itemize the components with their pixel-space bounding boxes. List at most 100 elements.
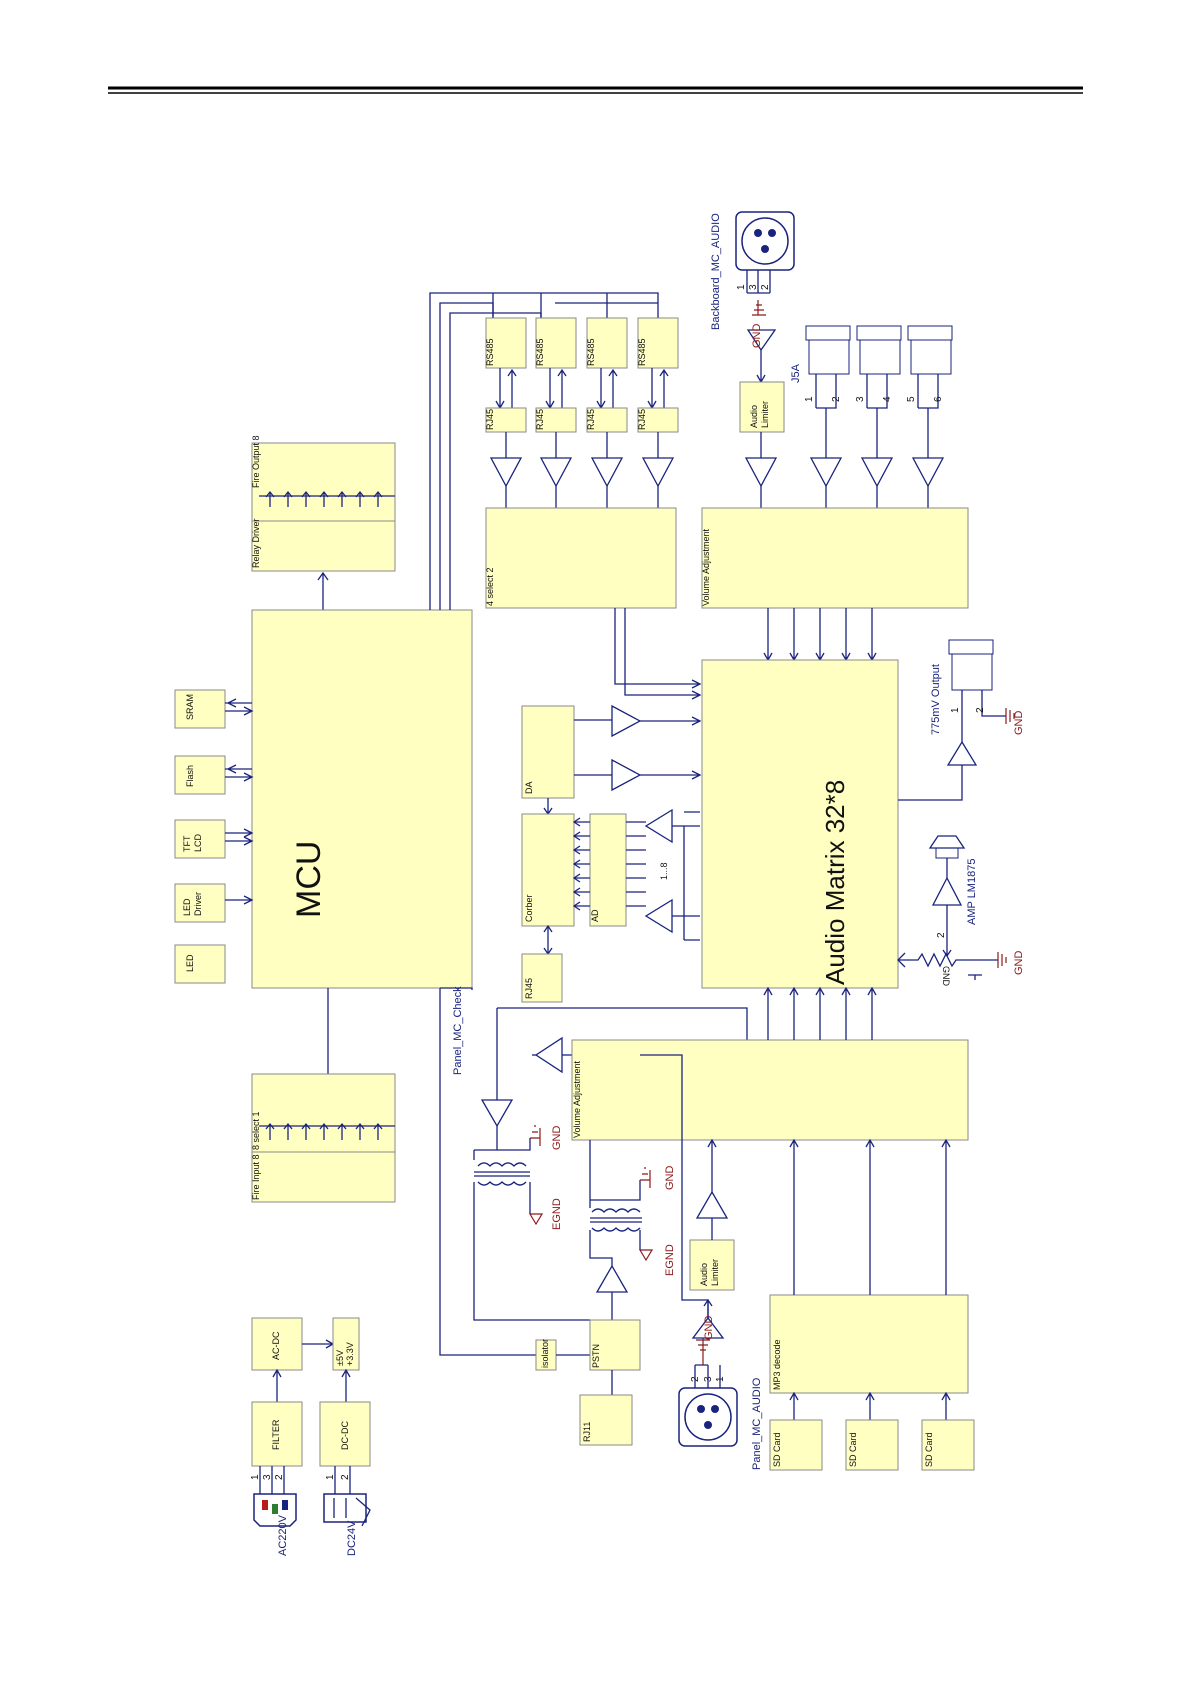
- audio-limiter-bottom-label-1: Audio: [699, 1263, 709, 1286]
- output-pin-2: 2: [975, 707, 986, 713]
- rj45-label-4: RJ45: [637, 409, 647, 430]
- egnd-label-2: EGND: [664, 1244, 676, 1276]
- ac-dc-label: AC-DC: [271, 1331, 281, 1360]
- ad-to-corber-bus: [572, 817, 646, 911]
- panel-mic-preamp: [691, 1316, 725, 1339]
- rs485-rj45-links: [495, 368, 669, 410]
- gnd-label-2: GND: [664, 1166, 676, 1191]
- audio-matrix-label: Audio Matrix 32*8: [820, 780, 850, 985]
- dc24-label: DC24V: [346, 1520, 358, 1556]
- audio-limiter-top-label-2: Limiter: [760, 401, 770, 428]
- pot-ground-stub: [968, 974, 982, 980]
- output-gnd-symbol: [1005, 708, 1015, 724]
- backboard-gnd-symbol: [752, 300, 766, 316]
- j5a-pin-3: 3: [855, 396, 866, 402]
- fire-input-arrows: [259, 1122, 395, 1140]
- filter-block: [251, 1401, 303, 1467]
- relay-output-arrows: [259, 490, 395, 507]
- tft-label: TFT: [182, 835, 192, 852]
- volume-adjust-bottom-label: Volume Adjustment: [572, 1060, 582, 1138]
- backboard-pin-1: 1: [736, 284, 747, 290]
- sd-to-mp3-arrows: [789, 1391, 951, 1420]
- volume-to-matrix-arrows: [763, 608, 877, 662]
- gnd-label-1: GND: [551, 1126, 563, 1151]
- pot-input-arrow: [897, 952, 906, 968]
- backboard-mic-label: Backboard_MC_AUDIO: [710, 213, 722, 330]
- sd-card-label-1: SD Card: [772, 1432, 782, 1467]
- supply-label-1: ±5V: [335, 1350, 345, 1366]
- output-775-label: 775mV Output: [930, 664, 942, 735]
- led-block: [174, 944, 226, 984]
- panel-mic-label: Panel_MC_AUDIO: [751, 1377, 763, 1470]
- egnd-symbol-1: [528, 1213, 544, 1226]
- channel-range-label: 1...8: [659, 862, 669, 880]
- matrix-to-output-wire: [898, 765, 963, 801]
- j5a-pin-4: 4: [882, 396, 893, 402]
- panel-mic-check-label: Panel_MC_Check: [452, 986, 464, 1075]
- volume-potentiometer: [898, 952, 998, 968]
- sram-label: SRAM: [185, 694, 195, 720]
- pstn-input-buffer: [595, 1264, 629, 1293]
- pot-wiper-arrow: [942, 942, 952, 958]
- j5a-pin-1: 1: [804, 396, 815, 402]
- sd-card-label-3: SD Card: [924, 1432, 934, 1467]
- rj45-bottom-block: [521, 953, 563, 1003]
- mcu-label: MCU: [290, 841, 328, 918]
- select2-to-matrix-2: [624, 608, 702, 700]
- limiter-to-vol-arrow: [707, 1138, 717, 1192]
- egnd-label-1: EGND: [551, 1198, 563, 1230]
- mp3-decode-block: [769, 1294, 969, 1394]
- speaker-icon: [928, 835, 966, 859]
- volume-adjust-bottom-block: [571, 1039, 969, 1141]
- ac-pin-2: 2: [274, 1474, 285, 1480]
- top-input-buffers: [744, 408, 945, 508]
- corber-block: [521, 813, 575, 927]
- rs485-label-4: RS485: [637, 338, 647, 366]
- amp-label: AMP LM1875: [966, 859, 978, 925]
- rj11-block: [579, 1394, 633, 1446]
- mcu-to-relay-arrow: [317, 571, 329, 610]
- select1-label: 8 select 1: [251, 1111, 261, 1150]
- led-driver-label-2: Driver: [193, 892, 203, 916]
- ac-pin-1: 1: [250, 1474, 261, 1480]
- rs485-chain: [429, 292, 659, 610]
- fire-input-label: Fire Input 8: [251, 1154, 261, 1200]
- select2-block: [485, 507, 677, 609]
- 775mv-output-connector: [948, 639, 1006, 717]
- output-buffer: [946, 740, 978, 766]
- mcu-check-wire: [440, 987, 473, 990]
- volume-adjust-top-label: Volume Adjustment: [701, 528, 711, 606]
- backboard-pin-3: 3: [748, 284, 759, 290]
- amp-gnd-label: GND: [1013, 951, 1025, 976]
- backboard-preamp: [746, 329, 777, 352]
- gnd-symbol-1: [530, 1125, 541, 1146]
- flash-label: Flash: [185, 765, 195, 787]
- rj45-buffers: [489, 432, 675, 508]
- vol-bottom-to-matrix-arrows: [763, 986, 877, 1040]
- sd-card-block-1: [769, 1419, 823, 1471]
- rs485-block-3: [586, 317, 628, 369]
- audio-limiter-bottom-label-2: Limiter: [710, 1259, 720, 1286]
- mcu-peripheral-buses: [225, 698, 254, 905]
- corber-label: Corber: [524, 894, 534, 922]
- dc-input-wires: [334, 1466, 351, 1494]
- mcu-block: [251, 609, 473, 989]
- relay-driver-block: [251, 520, 396, 572]
- sd-card-label-2: SD Card: [848, 1432, 858, 1467]
- led-driver-label-1: LED: [182, 898, 192, 916]
- panel-mic-gnd-symbol: [696, 1338, 710, 1365]
- pot-pin-2: 2: [936, 932, 947, 938]
- flash-block: [174, 755, 226, 795]
- rs485-block-1: [485, 317, 527, 369]
- isolator-label: isolator: [540, 1339, 550, 1368]
- led-label: LED: [185, 954, 195, 972]
- corber-to-rj45-wire: [543, 924, 553, 956]
- gnd-symbol-2: [640, 1167, 651, 1188]
- j5a-connector: [805, 325, 953, 409]
- j5a-label: J5A: [790, 363, 802, 383]
- rs485-label-1: RS485: [485, 338, 495, 366]
- egnd-symbol-2: [638, 1249, 654, 1262]
- panel-pin-3: 3: [703, 1376, 714, 1382]
- da-block: [521, 705, 575, 799]
